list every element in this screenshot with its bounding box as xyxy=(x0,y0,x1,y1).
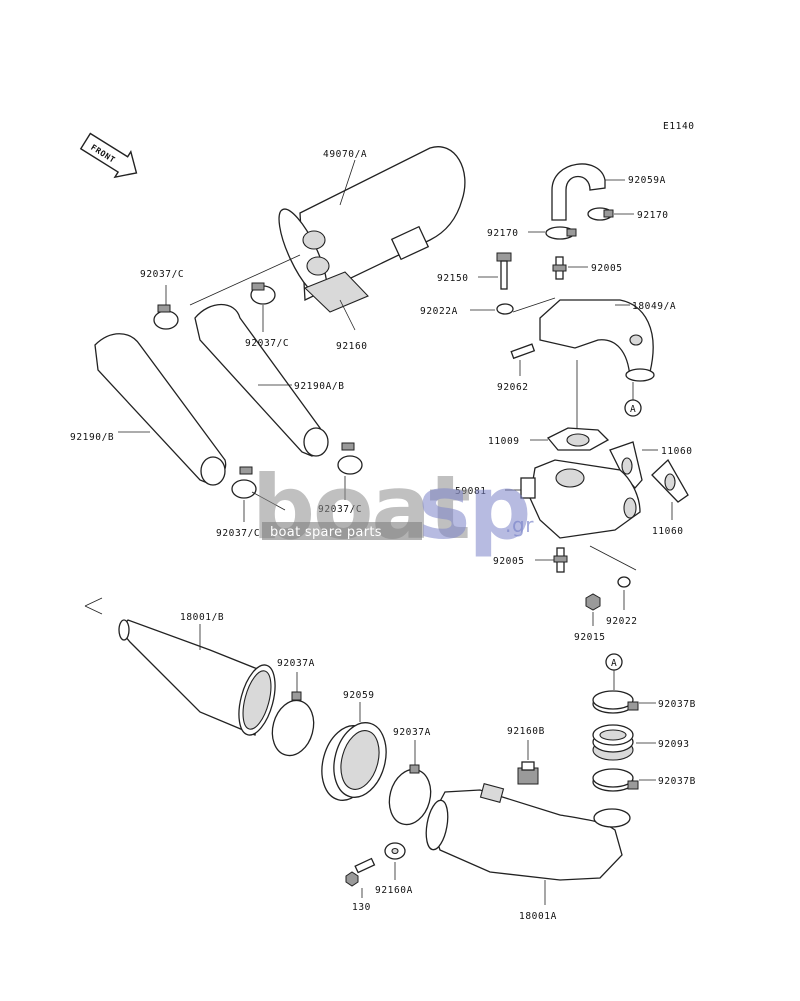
clamp-92170-right xyxy=(587,207,614,221)
sleeve-92059 xyxy=(321,722,387,801)
label-18001a: 18001A xyxy=(519,911,557,922)
gasket-11009 xyxy=(546,427,610,451)
pipe-18001b xyxy=(118,619,276,736)
pipe-18001a xyxy=(425,782,631,881)
clamp-92037c-4 xyxy=(231,466,257,499)
label-92037c-2: 92037/C xyxy=(245,338,289,349)
watermark: boat sp .gr boat spare parts xyxy=(252,456,534,559)
callout-a-top-label: A xyxy=(630,404,636,415)
label-92015: 92015 xyxy=(574,632,606,643)
label-18001b: 18001/B xyxy=(180,612,224,623)
label-92037b-1: 92037B xyxy=(658,699,696,710)
label-92037a-2: 92037A xyxy=(393,727,431,738)
callout-a-top xyxy=(624,399,642,417)
diagram-code: E1140 xyxy=(663,121,695,132)
label-92037b-2: 92037B xyxy=(658,776,696,787)
fitting-92005-top xyxy=(552,256,567,280)
callout-a-bottom-label: A xyxy=(611,658,617,669)
label-92037c-4: 92037/C xyxy=(216,528,260,539)
label-92093: 92093 xyxy=(658,739,690,750)
watermark-tag-bg xyxy=(262,522,422,540)
clamp-92037b-1 xyxy=(592,690,639,714)
pipe-18049a xyxy=(539,299,655,382)
muffler-49070a xyxy=(278,146,466,313)
front-arrow-icon: FRONT xyxy=(79,132,138,179)
sleeve-92093 xyxy=(592,724,634,761)
label-92037c-1: 92037/C xyxy=(140,269,184,280)
label-49070a: 49070/A xyxy=(323,149,367,160)
label-92037a-1: 92037A xyxy=(277,658,315,669)
fitting-92005-bottom xyxy=(553,547,568,573)
label-92037c-3: 92037/C xyxy=(318,504,362,515)
label-59081: 59081 xyxy=(455,486,487,497)
label-92170-left: 92170 xyxy=(487,228,519,239)
clamp-92037c-3 xyxy=(337,442,363,475)
label-92005-bottom: 92005 xyxy=(493,556,525,567)
clamp-92170-left xyxy=(545,226,577,240)
gasket-11060-1 xyxy=(609,441,643,490)
label-92022a: 92022A xyxy=(420,306,458,317)
label-92059: 92059 xyxy=(343,690,375,701)
watermark-word1: boat xyxy=(252,456,470,559)
label-92062: 92062 xyxy=(497,382,529,393)
label-92170-right: 92170 xyxy=(637,210,669,221)
bolt-92062 xyxy=(510,343,536,360)
label-92160b: 92160B xyxy=(507,726,545,737)
bolt-130 xyxy=(345,857,376,887)
clamp-92037b-2 xyxy=(592,768,639,792)
label-130: 130 xyxy=(352,902,371,913)
watermark-suffix: .gr xyxy=(505,513,534,537)
fitting-92160b xyxy=(517,761,539,785)
label-92160a: 92160A xyxy=(375,885,413,896)
clamp-92037c-1 xyxy=(153,304,179,330)
nut-92015 xyxy=(585,593,601,611)
clamp-92037c-2 xyxy=(250,282,276,305)
label-11009: 11009 xyxy=(488,436,520,447)
manifold-59081 xyxy=(520,459,641,539)
label-92059a: 92059A xyxy=(628,175,666,186)
clamp-92037a-1 xyxy=(271,691,315,757)
washer-92022 xyxy=(617,576,631,588)
label-18049a: 18049/A xyxy=(632,301,676,312)
washer-92022a xyxy=(496,303,514,315)
label-92022: 92022 xyxy=(606,616,638,627)
label-92150: 92150 xyxy=(437,273,469,284)
label-11060-2: 11060 xyxy=(652,526,684,537)
clamp-92037a-2 xyxy=(388,764,432,826)
hose-92190b xyxy=(94,333,227,486)
bolt-92150 xyxy=(496,252,512,290)
watermark-tagline: boat spare parts xyxy=(270,525,382,540)
label-92160: 92160 xyxy=(336,341,368,352)
label-92190b: 92190/B xyxy=(70,432,114,443)
washer-92160a xyxy=(384,842,406,860)
label-92005-top: 92005 xyxy=(591,263,623,274)
hose-92190ab xyxy=(194,304,329,457)
watermark-word2: sp xyxy=(418,456,529,559)
label-11060-1: 11060 xyxy=(661,446,693,457)
label-92190ab: 92190A/B xyxy=(294,381,345,392)
gasket-11060-2 xyxy=(651,458,689,503)
